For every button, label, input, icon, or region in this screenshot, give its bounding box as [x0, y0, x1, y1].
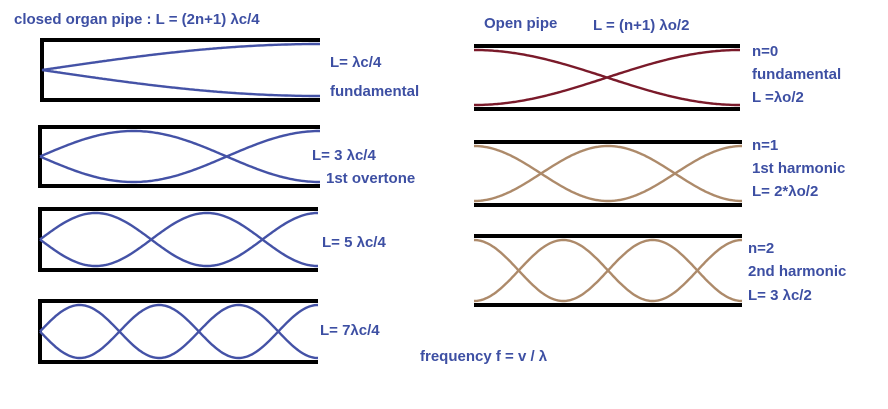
wave-envelope-lower [41, 68, 320, 98]
open-pipe-1-mode: fundamental [752, 66, 841, 83]
open-pipe-3-length: L= 3 λc/2 [748, 287, 812, 304]
closed-pipe-4 [38, 299, 319, 364]
closed-pipe-3-length: L= 5 λc/4 [322, 234, 386, 251]
wave-envelope-upper [39, 303, 319, 360]
closed-pipes-group [38, 38, 320, 364]
open-pipe-1-index: n=0 [752, 43, 778, 60]
open-pipe-2-mode: 1st harmonic [752, 160, 845, 177]
wave-envelope-upper [39, 211, 318, 268]
wave-envelope-upper [39, 129, 320, 184]
frequency-formula: frequency f = v / λ [420, 348, 548, 365]
open-pipe-1-length: L =λo/2 [752, 89, 804, 106]
wave-envelope-lower [39, 129, 320, 184]
wave-envelope-lower [474, 144, 742, 203]
pipe-wall [38, 125, 320, 188]
pipe-wall [38, 207, 318, 272]
wave-envelope-lower [39, 303, 319, 360]
closed-pipe-4-length: L= 7λc/4 [320, 322, 380, 339]
open-pipes-group [473, 44, 743, 307]
open-pipe-3-mode: 2nd harmonic [748, 263, 846, 280]
open-pipe-1 [474, 44, 740, 111]
closed-pipe-3 [38, 207, 318, 272]
closed-pipe-2 [38, 125, 320, 188]
closed-pipe-1 [40, 38, 320, 102]
wave-envelope-upper [41, 42, 320, 72]
closed-pipe-1-mode: fundamental [330, 83, 419, 100]
open-pipe-3-index: n=2 [748, 240, 774, 257]
wave-envelope-lower [39, 211, 318, 268]
closed-pipe-header: closed organ pipe : L = (2n+1) λc/4 [14, 11, 260, 28]
pipe-wall [38, 299, 318, 364]
closed-pipe-2-mode: 1st overtone [326, 170, 415, 187]
open-pipe-formula: L = (n+1) λo/2 [593, 17, 689, 34]
wave-envelope-upper [474, 144, 742, 203]
wave-envelope-lower [474, 48, 740, 107]
closed-pipe-1-length: L= λc/4 [330, 54, 382, 71]
open-pipe-3 [473, 234, 743, 307]
open-pipe-title: Open pipe [484, 15, 557, 32]
open-pipe-2-index: n=1 [752, 137, 778, 154]
closed-pipe-2-length: L= 3 λc/4 [312, 147, 376, 164]
open-pipe-2-length: L= 2*λo/2 [752, 183, 818, 200]
open-pipe-2 [474, 140, 742, 207]
wave-envelope-lower [473, 238, 743, 303]
pipe-wall [40, 38, 320, 102]
